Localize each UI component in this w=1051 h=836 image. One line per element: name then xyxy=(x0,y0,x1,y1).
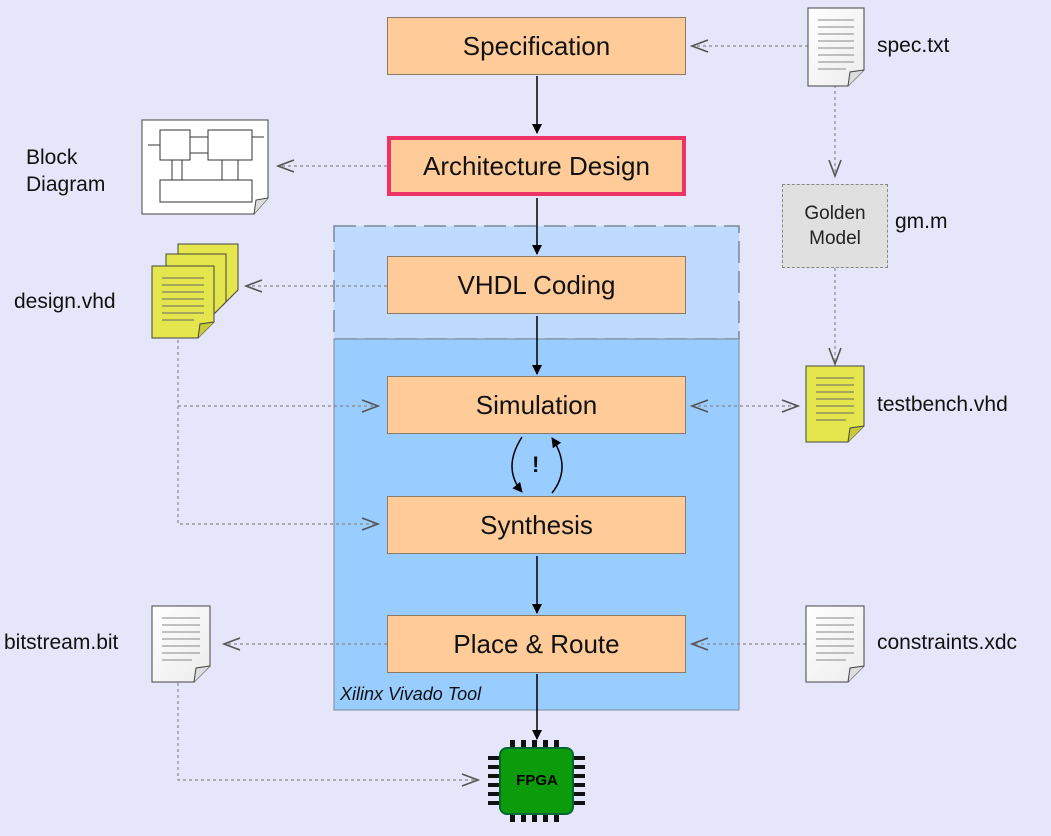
spec-file-label: spec.txt xyxy=(877,34,950,57)
step-architecture-design: Architecture Design xyxy=(387,136,686,196)
block-diagram-label-line2: Diagram xyxy=(26,173,106,196)
iteration-mark: ! xyxy=(532,452,540,477)
step-specification: Specification xyxy=(387,17,686,75)
file-links xyxy=(177,45,836,781)
step-place-route: Place & Route xyxy=(387,615,686,673)
fpga-chip-icon xyxy=(488,740,585,822)
design-file-label: design.vhd xyxy=(14,290,116,313)
design-vhd-stack-icon xyxy=(151,243,239,339)
flow-arrows xyxy=(511,76,563,740)
spec-document-icon xyxy=(807,7,865,87)
block-diagram-document xyxy=(141,119,269,215)
step-vhdl-coding: VHDL Coding xyxy=(387,256,686,314)
golden-model-line1: Golden xyxy=(804,203,866,224)
constraints-document-icon xyxy=(805,605,865,683)
fpga-label: FPGA xyxy=(516,771,558,789)
bitstream-document-icon xyxy=(151,605,211,683)
step-synthesis: Synthesis xyxy=(387,496,686,554)
step-simulation: Simulation xyxy=(387,376,686,434)
golden-model-file-label: gm.m xyxy=(895,210,948,233)
testbench-file-label: testbench.vhd xyxy=(877,393,1008,416)
testbench-document-icon xyxy=(805,365,865,443)
file-link-arrowheads xyxy=(221,39,842,787)
golden-model-line2: Model xyxy=(809,228,861,249)
golden-model-box: Golden Model xyxy=(782,184,888,268)
tool-label: Xilinx Vivado Tool xyxy=(340,684,482,704)
bitstream-file-label: bitstream.bit xyxy=(4,631,119,654)
block-diagram-label-line1: Block xyxy=(26,146,78,169)
constraints-file-label: constraints.xdc xyxy=(877,631,1018,654)
